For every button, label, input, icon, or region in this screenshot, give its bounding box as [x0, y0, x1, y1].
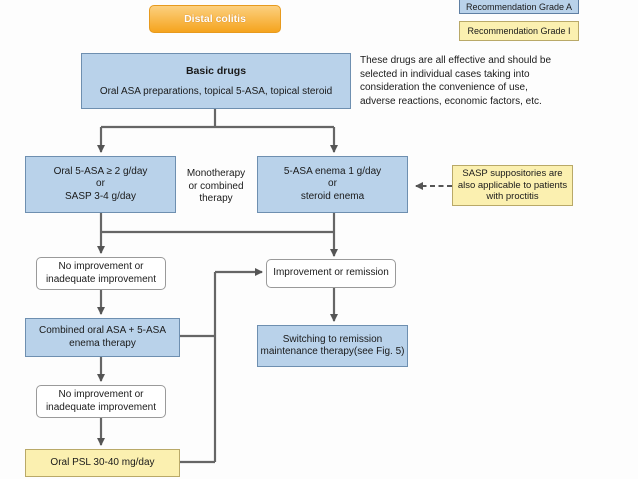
legend-grade-i: Recommendation Grade I	[459, 21, 579, 41]
no-improvement-line: inadequate improvement	[45, 401, 157, 413]
combined-box-line: Combined oral ASA + 5-ASA	[38, 325, 167, 336]
mono-label-line: therapy	[199, 193, 233, 204]
psl-label: Oral PSL 30-40 mg/day	[50, 456, 155, 468]
monotherapy-label: Monotherapy or combined therapy	[181, 168, 251, 206]
oral-psl-box: Oral PSL 30-40 mg/day	[25, 449, 180, 477]
combined-box-line: enema therapy	[69, 337, 136, 349]
basic-drugs-note: These drugs are all effective and should…	[360, 54, 551, 108]
mono-label-line: or combined	[188, 180, 244, 192]
5asa-enema-box: 5-ASA enema 1 g/day or steroid enema	[257, 156, 408, 213]
sasp-suppositories-note: SASP suppositories are also applicable t…	[452, 165, 573, 206]
basic-drugs-body: Oral ASA preparations, topical 5-ASA, to…	[99, 85, 333, 97]
combined-therapy-box: Combined oral ASA + 5-ASA enema therapy	[25, 318, 180, 357]
switching-box-line: maintenance therapy(see Fig. 5)	[260, 346, 405, 357]
switching-box-line: Switching to remission	[282, 333, 383, 345]
basic-drugs-box: Basic drugs Oral ASA preparations, topic…	[81, 53, 351, 109]
basic-note-line: selected in individual cases taking into	[360, 68, 530, 80]
oral-box-line: Oral 5-ASA ≥ 2 g/day	[53, 165, 148, 177]
distal-colitis-badge: Distal colitis	[149, 5, 281, 33]
basic-note-line: consideration the convenience of use,	[360, 82, 528, 93]
enema-box-line: 5-ASA enema 1 g/day	[283, 165, 382, 177]
switching-maintenance-box: Switching to remission maintenance thera…	[257, 325, 408, 367]
oral-box-line: or	[96, 178, 105, 190]
no-improvement-box-2: No improvement or inadequate improvement	[36, 385, 166, 418]
sasp-note-line: with proctitis	[486, 191, 539, 203]
no-improvement-line: inadequate improvement	[45, 273, 157, 285]
sasp-note-line: also applicable to patients	[457, 179, 568, 191]
mono-label-line: Monotherapy	[186, 168, 246, 179]
basic-note-line: adverse reactions, economic factors, etc…	[360, 95, 542, 107]
legend-grade-a: Recommendation Grade A	[459, 0, 579, 14]
no-improvement-line: No improvement or	[58, 389, 144, 400]
enema-box-line: steroid enema	[300, 190, 365, 202]
oral-box-line: SASP 3-4 g/day	[65, 190, 136, 202]
oral-5asa-box: Oral 5-ASA ≥ 2 g/day or SASP 3-4 g/day	[25, 156, 176, 213]
enema-box-line: or	[328, 178, 337, 190]
sasp-note-line: SASP suppositories are	[462, 168, 563, 180]
no-improvement-line: No improvement or	[58, 261, 144, 272]
basic-note-line: These drugs are all effective and should…	[360, 55, 552, 66]
no-improvement-box-1: No improvement or inadequate improvement	[36, 257, 166, 290]
improvement-box: Improvement or remission	[266, 259, 396, 288]
basic-drugs-title: Basic drugs	[185, 64, 247, 77]
improvement-label: Improvement or remission	[273, 267, 389, 279]
